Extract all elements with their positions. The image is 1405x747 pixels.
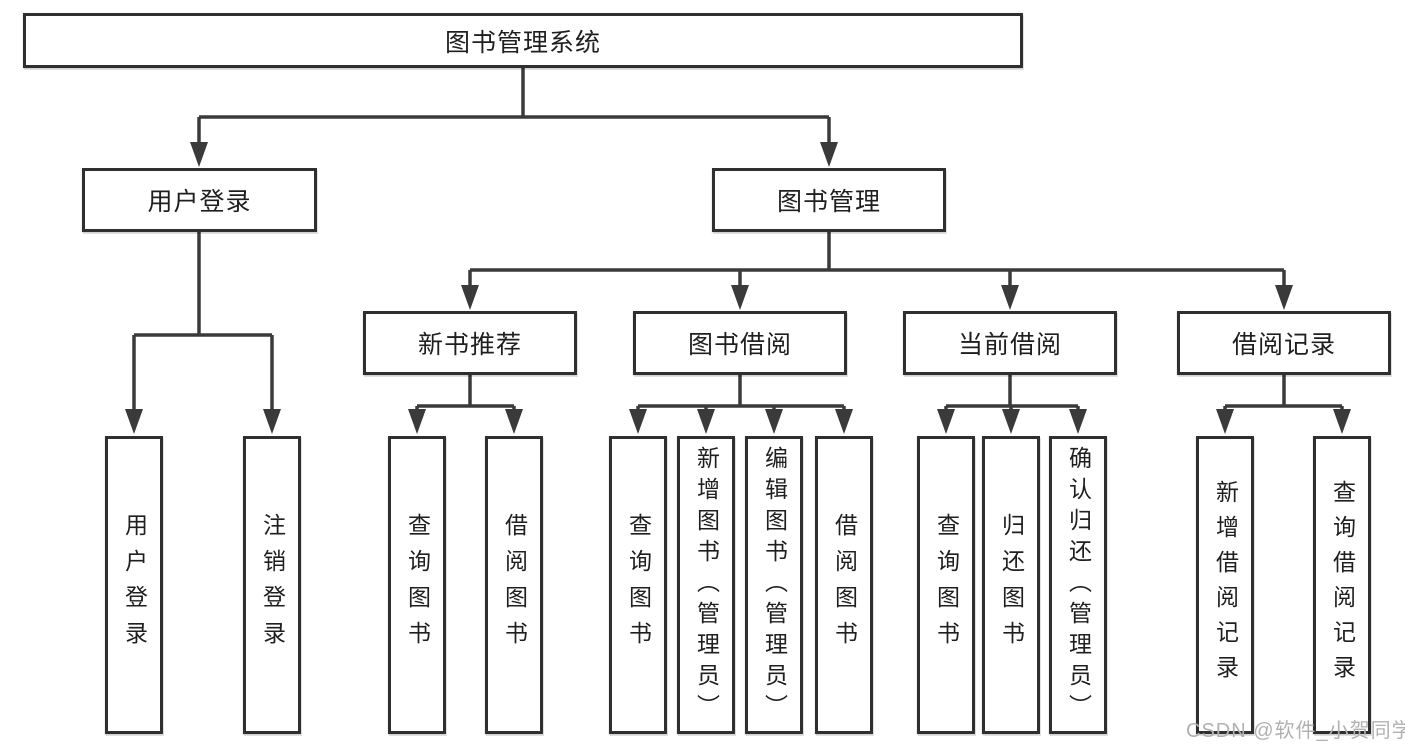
root-node-library-management-system: 图书管理系统 [23,13,1023,68]
connector-current-borrowing-children [944,375,1080,413]
node-book-borrowing-label: 图书借阅 [687,331,792,359]
leaf-borrow-books: 借阅图书 [815,436,873,734]
leaf-borrow-books-recommendation: 借阅图书 [485,436,543,734]
leaf-borrow-books-recommendation-label: 借阅图书 [501,513,528,657]
node-book-management-label: 图书管理 [776,188,881,216]
leaf-borrow-books-label: 借阅图书 [831,513,858,657]
node-user-login: 用户登录 [82,168,317,232]
leaf-confirm-return-admin-label: 确认归还（管理员） [1065,445,1092,725]
node-new-book-recommendation: 新书推荐 [363,311,577,375]
leaf-edit-book-admin: 编辑图书（管理员） [745,436,803,734]
node-current-borrowing: 当前借阅 [903,311,1117,375]
node-borrowing-records: 借阅记录 [1177,311,1391,375]
node-new-book-recommendation-label: 新书推荐 [417,331,522,359]
leaf-query-books-current: 查询图书 [917,436,975,734]
leaf-query-borrowing-record: 查询借阅记录 [1313,436,1371,734]
connector-book-management-to-level3 [468,232,1286,289]
node-book-management: 图书管理 [712,168,946,232]
node-book-borrowing: 图书借阅 [633,311,847,375]
arrowheads-level3 [461,285,1293,310]
node-current-borrowing-label: 当前借阅 [957,331,1062,359]
leaf-confirm-return-admin: 确认归还（管理员） [1049,436,1107,734]
leaf-return-book: 归还图书 [982,436,1040,734]
leaf-logout: 注销登录 [243,436,301,734]
leaf-user-login: 用户登录 [105,436,163,734]
connector-root-to-level2 [197,68,831,146]
leaf-query-books-current-label: 查询图书 [933,513,960,657]
leaf-return-book-label: 归还图书 [998,513,1025,657]
csdn-watermark: CSDN @软件_小贺同学 [1186,720,1405,742]
node-user-login-label: 用户登录 [147,188,252,216]
leaf-add-borrowing-record: 新增借阅记录 [1196,436,1254,734]
connector-user-login-children [132,232,274,413]
leaf-user-login-label: 用户登录 [121,513,148,657]
leaf-add-book-admin: 新增图书（管理员） [677,436,735,734]
leaf-query-books-borrowing-label: 查询图书 [625,513,652,657]
connector-book-borrowing-children [636,375,846,413]
leaf-logout-label: 注销登录 [259,513,286,657]
leaf-edit-book-admin-label: 编辑图书（管理员） [761,445,788,725]
leaf-query-books-borrowing: 查询图书 [609,436,667,734]
connector-borrowing-records-children [1223,375,1344,413]
arrowheads-leaves [125,409,1351,434]
leaf-query-books-recommendation-label: 查询图书 [404,513,431,657]
root-node-label: 图书管理系统 [444,28,601,57]
leaf-add-book-admin-label: 新增图书（管理员） [693,445,720,725]
node-borrowing-records-label: 借阅记录 [1231,331,1336,359]
leaf-query-books-recommendation: 查询图书 [388,436,446,734]
arrowheads-level2 [190,142,838,167]
connector-new-book-children [415,375,516,413]
leaf-query-borrowing-record-label: 查询借阅记录 [1329,480,1356,690]
leaf-add-borrowing-record-label: 新增借阅记录 [1212,480,1239,690]
